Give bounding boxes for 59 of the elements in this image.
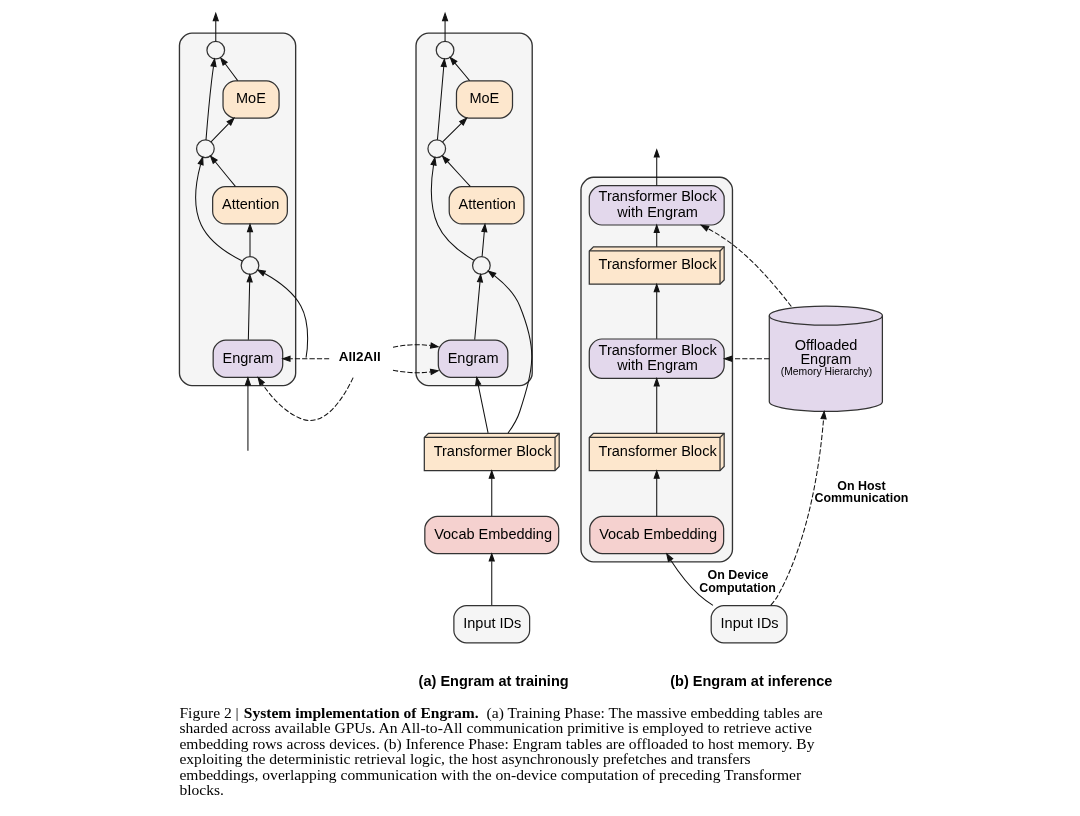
arrow <box>449 56 471 82</box>
arrow <box>699 224 792 308</box>
label: (b) Engram at inference <box>670 673 833 690</box>
arrow <box>212 11 220 42</box>
arrow <box>665 552 714 606</box>
arrow <box>436 57 447 141</box>
label: (a) Engram at training <box>418 673 569 690</box>
node-box: Transformer Block with Engram <box>588 338 725 380</box>
arrow <box>246 273 253 341</box>
node-circle <box>435 40 455 60</box>
node-circle <box>206 40 226 60</box>
node-box: Transformer Block with Engram <box>588 184 725 226</box>
node-circle <box>240 256 260 275</box>
arrow <box>653 282 660 340</box>
arrow <box>281 355 330 362</box>
arrow <box>474 273 484 341</box>
node-circle <box>471 256 491 275</box>
arrow <box>653 469 660 517</box>
arrow <box>770 409 827 606</box>
node-box: Input IDs <box>453 604 531 644</box>
node-box: Engram <box>437 339 509 378</box>
arrow <box>653 223 660 248</box>
arrow <box>246 222 254 257</box>
node-text: All2All <box>338 349 381 365</box>
arrow <box>256 269 309 359</box>
arrow <box>441 154 471 187</box>
edge-label: On Device Computation <box>699 568 776 595</box>
arrow <box>441 11 449 42</box>
arrow <box>722 355 770 362</box>
arrow <box>488 552 496 606</box>
node-box: Input IDs <box>710 604 788 644</box>
node-box: Vocab Embedding <box>589 515 725 555</box>
arrow <box>219 56 239 82</box>
node-box: Attention <box>448 186 525 225</box>
node-box: Attention <box>212 186 288 225</box>
edge-label: On Host Communication <box>814 478 909 506</box>
arrow <box>488 469 496 517</box>
caption: Figure 2 | System implementation of Engram. (a) Training Phase: The massive embedding tables are sharded across available GPUs. An All-to-All communication primitive is employed to retrieve active embedding rows across devices. (b) Inference Phase: Engram tables are offloaded to host memory. By exploiting the deterministic retrieval logic, the host asynchronously prefetches and transfers embeddings, overlapping communication with the on-device computation of preceding Transformer blocks. <box>179 703 823 799</box>
arrow <box>475 375 489 434</box>
arrow <box>244 376 252 452</box>
arrow <box>430 156 475 261</box>
arrow <box>392 342 440 349</box>
node-circle <box>195 139 215 159</box>
arrow <box>210 117 236 143</box>
arrow <box>653 148 660 186</box>
node-box: MoE <box>222 80 280 119</box>
arrow <box>487 270 533 434</box>
arrow <box>481 222 488 257</box>
node-circle <box>427 139 447 159</box>
arrow <box>205 57 217 141</box>
arrow <box>442 117 468 143</box>
arrow <box>653 377 660 434</box>
arrow <box>209 154 236 187</box>
arrow <box>257 376 354 421</box>
node-box: Engram <box>212 339 284 378</box>
node-box: MoE <box>455 80 514 119</box>
arrow <box>195 155 243 262</box>
node-box: Vocab Embedding <box>424 515 560 555</box>
arrow <box>392 368 440 376</box>
